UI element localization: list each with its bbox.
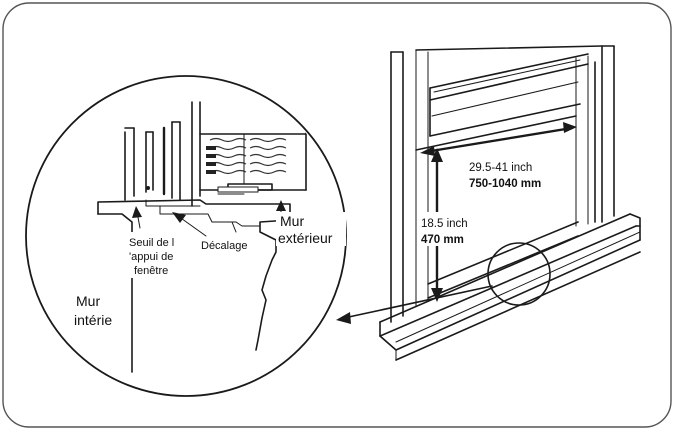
detail-circle: Seuil de l 'appui de fenêtre Décalage Mu… bbox=[25, 75, 347, 397]
exterior-wall-label-line2: extérieur bbox=[278, 230, 333, 246]
offset-pointer-arrow bbox=[172, 212, 207, 237]
interior-wall-label-line1: Mur bbox=[76, 293, 100, 309]
height-inch-label: 18.5 inch bbox=[421, 218, 468, 230]
sill-label-line1: Seuil de l bbox=[129, 237, 174, 249]
width-inch-label: 29.5-41 inch bbox=[469, 162, 532, 174]
exterior-wall-pointer-arrow bbox=[276, 200, 286, 213]
sill-label-line3: fenêtre bbox=[134, 265, 168, 277]
height-mm-label: 470 mm bbox=[421, 234, 464, 246]
width-dimension-arrow bbox=[420, 122, 577, 156]
sill-pointer-arrow bbox=[132, 206, 142, 229]
window-illustration bbox=[379, 45, 641, 361]
detail-callout-circle bbox=[487, 242, 551, 306]
callout-pointer-arrow bbox=[336, 285, 493, 324]
offset-label: Décalage bbox=[201, 240, 247, 252]
sill-label-line2: 'appui de bbox=[129, 251, 173, 263]
interior-wall-label-line2: intérie bbox=[74, 312, 112, 328]
exterior-wall-label-line1: Mur bbox=[280, 213, 304, 229]
width-mm-label: 750-1040 mm bbox=[469, 178, 541, 190]
